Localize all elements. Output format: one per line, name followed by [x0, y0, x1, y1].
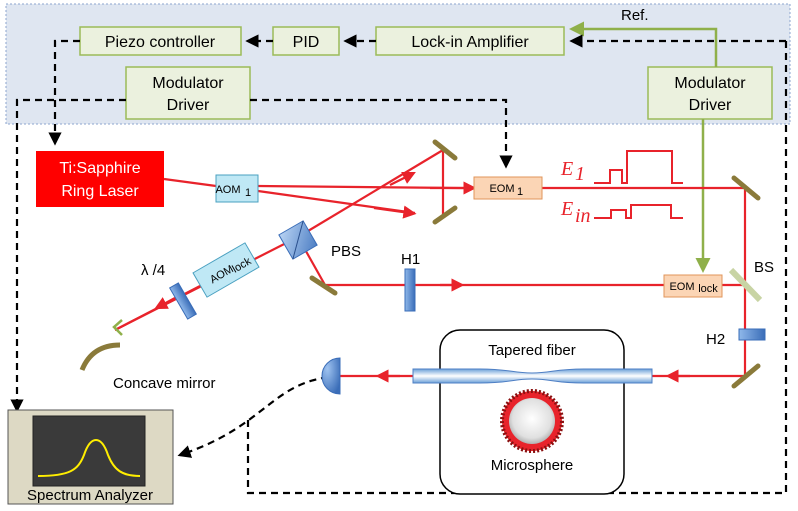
ref-label: Ref.	[621, 7, 649, 24]
beam-splitter	[728, 267, 763, 303]
ti-sapphire-laser: Ti:Sapphire Ring Laser	[36, 151, 164, 207]
quarter-waveplate	[168, 282, 198, 320]
laser-label-line2: Ring Laser	[61, 183, 139, 200]
spectrum-analyzer-label: Spectrum Analyzer	[27, 487, 153, 504]
tapered-fiber-label: Tapered fiber	[488, 342, 576, 359]
pbs-cube	[278, 220, 318, 260]
aom1: AOM 1	[215, 174, 259, 203]
mod-driver-left-line2: Driver	[167, 97, 210, 114]
mirrors	[309, 139, 761, 389]
photodetector	[321, 357, 341, 395]
svg-text:lock: lock	[698, 283, 718, 295]
svg-text:EOM: EOM	[489, 183, 514, 195]
svg-text:in: in	[575, 205, 591, 227]
ref-signal-line: Ref.	[569, 7, 718, 67]
microsphere	[509, 398, 555, 444]
svg-text:E: E	[560, 158, 573, 180]
laser-label-line1: Ti:Sapphire	[59, 160, 140, 177]
h2-waveplate	[738, 328, 766, 341]
piezo-controller-label: Piezo controller	[105, 34, 216, 51]
tapered-fiber	[412, 368, 653, 384]
mod-driver-left-line1: Modulator	[152, 75, 224, 92]
pid-box: PID	[272, 26, 340, 56]
eom-lock: EOM lock	[663, 274, 723, 298]
e1-label: E 1	[560, 158, 585, 185]
spectrum-analyzer: Spectrum Analyzer	[7, 409, 174, 505]
spectrum-peak	[37, 438, 141, 477]
mod-driver-right-line1: Modulator	[674, 75, 746, 92]
bs-label: BS	[754, 259, 774, 276]
svg-text:AOM: AOM	[215, 184, 240, 196]
microsphere-label: Microsphere	[491, 457, 574, 474]
svg-text:1: 1	[245, 187, 251, 199]
svg-text:EOM: EOM	[669, 281, 694, 293]
svg-text:1: 1	[517, 186, 523, 198]
h2-label: H2	[706, 331, 725, 348]
svg-text:1: 1	[575, 163, 585, 185]
mod-driver-right-line2: Driver	[689, 97, 732, 114]
svg-text:E: E	[560, 198, 573, 220]
retro-mirror	[112, 319, 123, 336]
piezo-controller-box: Piezo controller	[79, 26, 242, 56]
modulator-driver-right: Modulator Driver	[647, 66, 773, 120]
lambda4-label: λ /4	[141, 262, 165, 279]
pid-label: PID	[293, 34, 320, 51]
lockin-amplifier-box: Lock-in Amplifier	[375, 26, 565, 56]
concave-mirror	[79, 342, 121, 372]
pbs-label: PBS	[331, 243, 361, 260]
h1-waveplate	[404, 268, 416, 312]
modulator-driver-left: Modulator Driver	[125, 66, 251, 120]
h1-label: H1	[401, 251, 420, 268]
lockin-label: Lock-in Amplifier	[411, 34, 529, 51]
pulse-shapes	[594, 150, 683, 219]
aom-lock: AOM lock	[192, 242, 260, 298]
eom1: EOM 1	[473, 176, 543, 200]
concave-mirror-label: Concave mirror	[113, 375, 216, 392]
ein-label: E in	[560, 198, 591, 227]
